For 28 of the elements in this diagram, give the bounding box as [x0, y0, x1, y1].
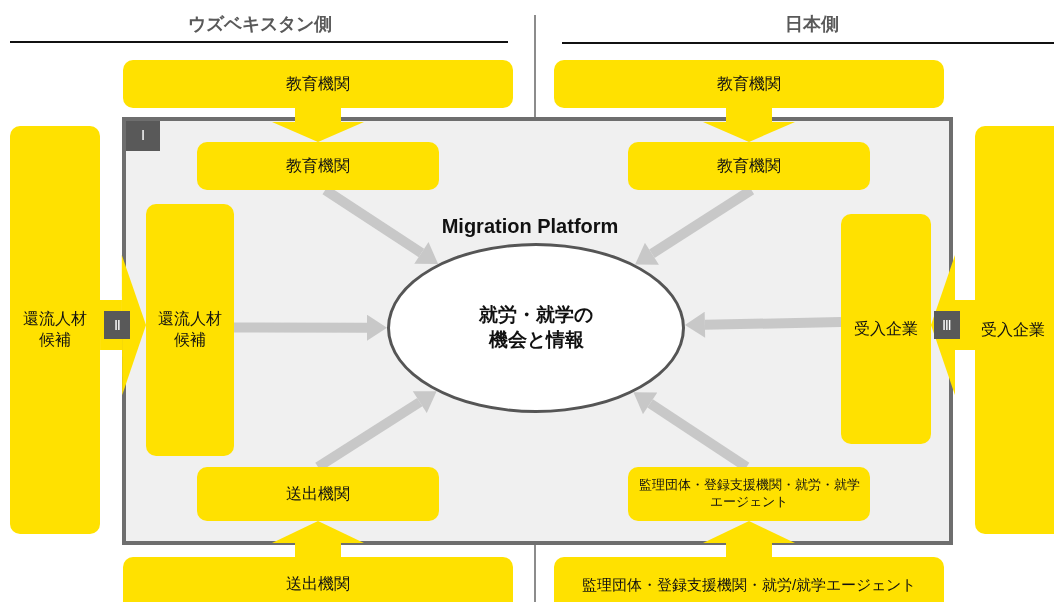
process-box: 還流人材候補 — [146, 204, 234, 456]
process-box: 教育機関 — [554, 60, 944, 108]
process-box: 監理団体・登録支援機関・就労/就学エージェント — [554, 557, 944, 602]
block-arrow — [931, 255, 975, 396]
platform-title: Migration Platform — [441, 214, 619, 239]
block-arrow — [272, 521, 364, 557]
block-arrow — [272, 108, 364, 142]
roman-numeral-badge: Ⅰ — [126, 121, 160, 151]
process-box: 送出機関 — [123, 557, 513, 602]
process-box: 還流人材候補 — [10, 126, 100, 534]
process-box: 受入企業 — [841, 214, 931, 444]
process-box: 教育機関 — [628, 142, 870, 190]
roman-numeral-badge: Ⅱ — [104, 311, 130, 340]
side-heading: ウズベキスタン側 — [188, 13, 332, 36]
roman-numeral-badge: Ⅲ — [934, 311, 960, 340]
block-arrow — [703, 521, 795, 557]
ellipse-node: 就労・就学の機会と情報 — [387, 243, 685, 413]
process-box: 教育機関 — [123, 60, 513, 108]
arrow — [234, 314, 387, 341]
block-arrow — [100, 255, 146, 396]
process-box: 受入企業 — [975, 126, 1054, 534]
process-box: 送出機関 — [197, 467, 439, 521]
block-arrow — [703, 108, 795, 142]
process-box: 教育機関 — [197, 142, 439, 190]
process-box: 監理団体・登録支援機関・就労・就学エージェント — [628, 467, 870, 521]
side-heading: 日本側 — [785, 13, 839, 36]
arrow — [684, 311, 842, 338]
platform-frame — [122, 117, 953, 545]
